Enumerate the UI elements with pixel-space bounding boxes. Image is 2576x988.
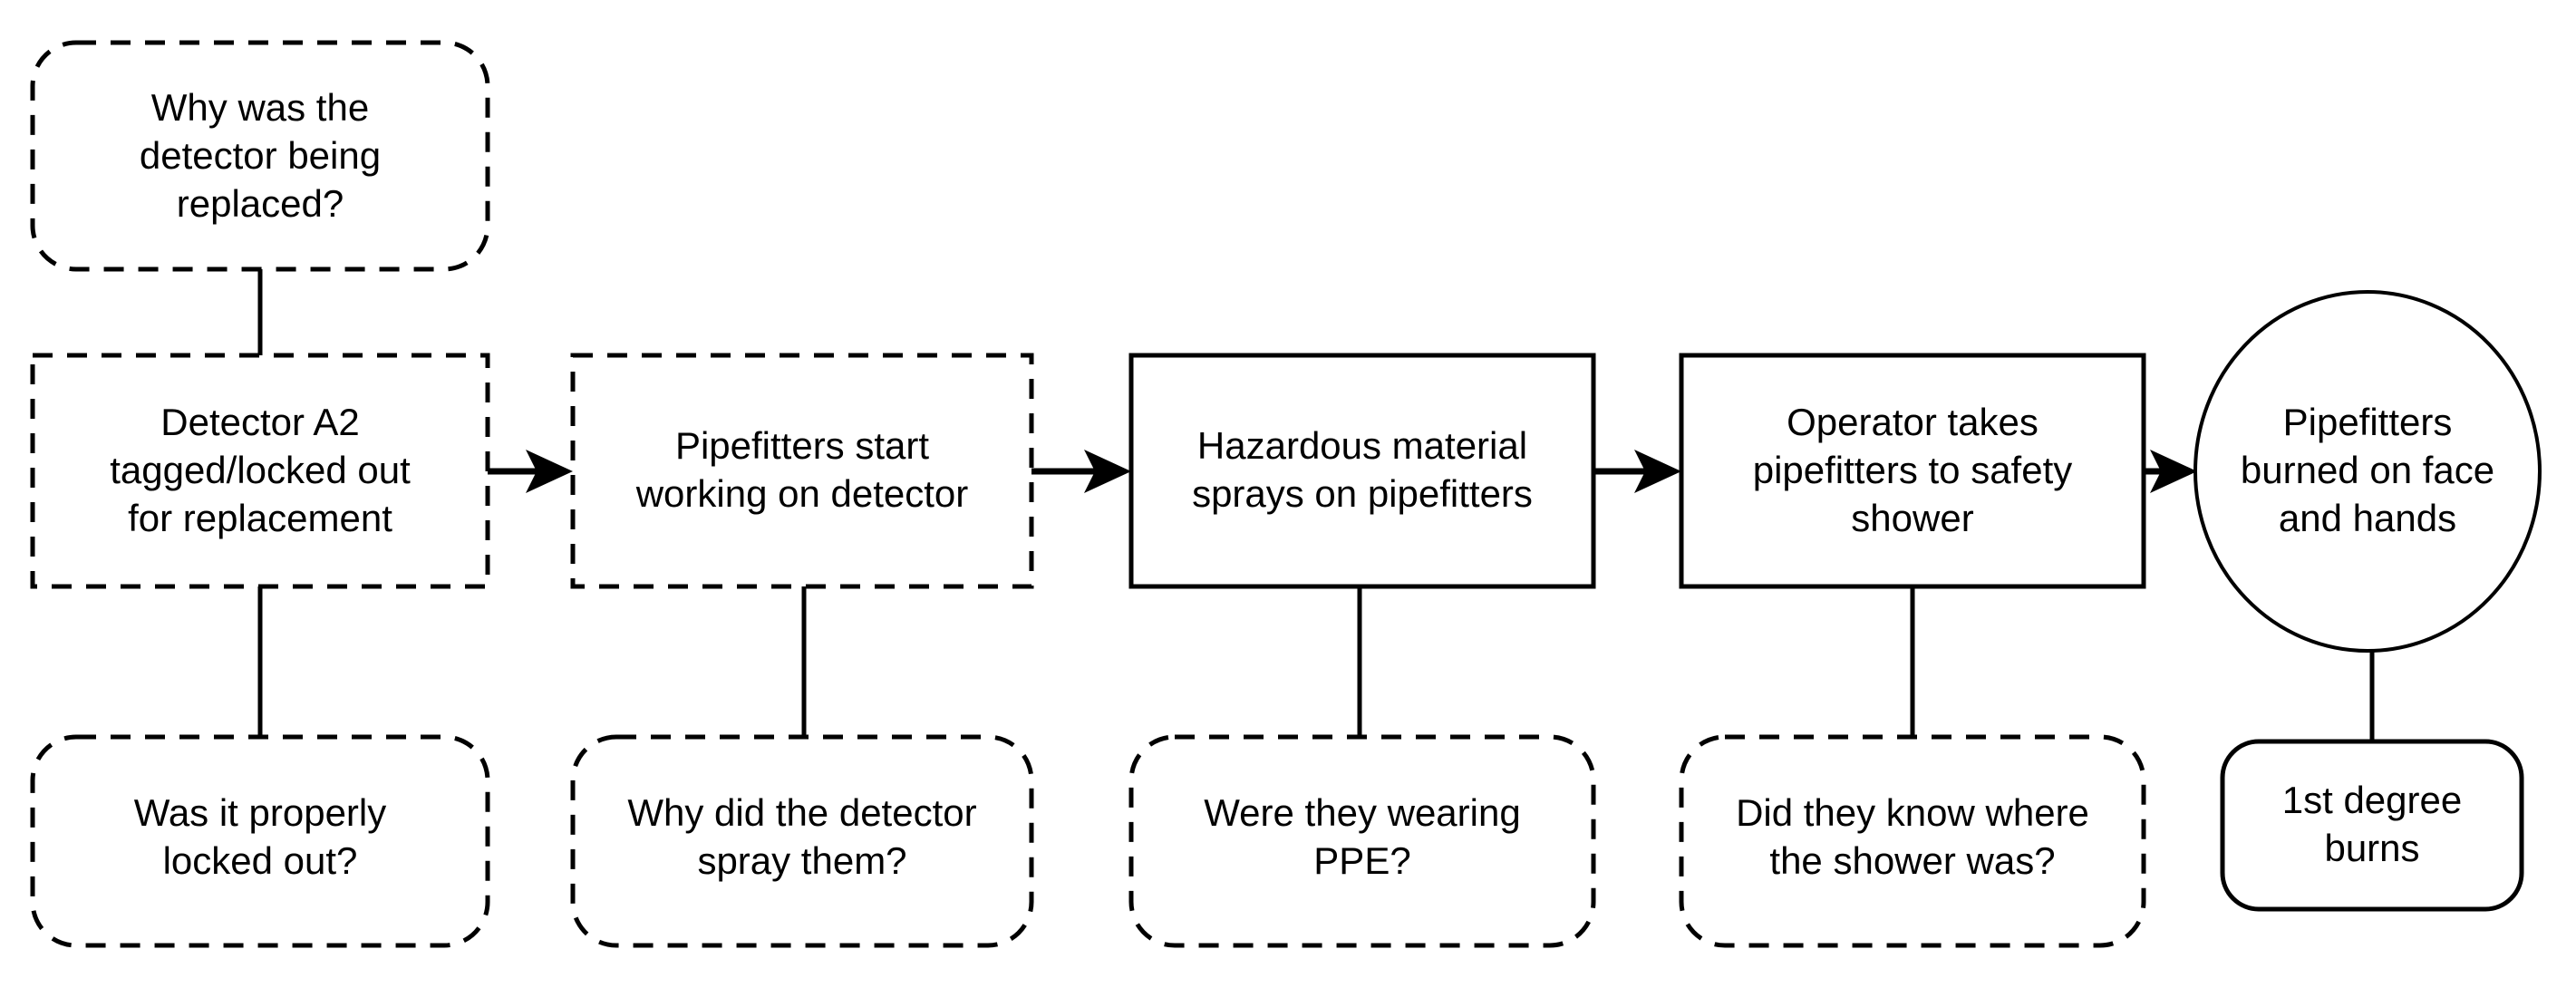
node-pipefitters-burned-label: Pipefitters: [2283, 401, 2453, 443]
question-know-shower-shape: [1679, 734, 2146, 948]
question-why-spray[interactable]: Why did the detector spray them?: [570, 734, 1034, 948]
question-wearing-ppe-label-line2: PPE?: [1313, 839, 1410, 882]
question-why-replaced-label-line3: replaced?: [177, 182, 344, 225]
arrow-1-head: [526, 450, 573, 493]
question-wearing-ppe-shape: [1128, 734, 1596, 948]
node-operator-shower-shape: [1679, 353, 2146, 589]
node-operator-shower-label-line3: shower: [1851, 497, 1973, 539]
question-properly-locked-out-shape: [30, 734, 490, 948]
node-pipefitters-start-label-line2: working on detector: [635, 472, 969, 515]
node-pipefitters-start-shape: [570, 353, 1034, 589]
question-properly-locked-out-label: Was it properly: [134, 791, 387, 834]
node-hazardous-spray-label: Hazardous material: [1197, 424, 1527, 467]
question-why-spray-label-line2: spray them?: [697, 839, 906, 882]
question-know-shower-label-line2: the shower was?: [1769, 839, 2055, 882]
question-why-replaced[interactable]: Why was the detector being replaced?: [30, 40, 490, 272]
outcome-first-degree-burns[interactable]: 1st degree burns: [2220, 739, 2524, 912]
arrow-2-head: [1084, 450, 1131, 493]
node-detector-tagged-label-line3: for replacement: [128, 497, 392, 539]
question-properly-locked-out[interactable]: Was it properly locked out?: [30, 734, 490, 948]
node-pipefitters-burned-label-line3: and hands: [2279, 497, 2456, 539]
node-detector-tagged-label: Detector A2: [160, 401, 359, 443]
question-why-replaced-shape: [30, 40, 490, 272]
arrow-2: [1031, 450, 1131, 493]
question-wearing-ppe-label: Were they wearing: [1204, 791, 1520, 834]
node-detector-tagged-shape: [30, 353, 490, 589]
node-operator-shower-label-line2: pipefitters to safety: [1753, 449, 2073, 491]
node-pipefitters-burned[interactable]: Pipefitters burned on face and hands: [2193, 290, 2542, 653]
node-pipefitters-burned-label-line2: burned on face: [2241, 449, 2494, 491]
node-operator-shower[interactable]: Operator takes pipefitters to safety sho…: [1679, 353, 2146, 589]
question-properly-locked-out-label-line2: locked out?: [163, 839, 358, 882]
arrow-4-head: [2150, 450, 2197, 493]
question-why-spray-shape: [570, 734, 1034, 948]
node-pipefitters-start[interactable]: Pipefitters start working on detector: [570, 353, 1034, 589]
node-hazardous-spray[interactable]: Hazardous material sprays on pipefitters: [1128, 353, 1596, 589]
outcome-first-degree-burns-shape: [2220, 739, 2524, 912]
node-hazardous-spray-label-line2: sprays on pipefitters: [1192, 472, 1533, 515]
node-hazardous-spray-shape: [1128, 353, 1596, 589]
outcome-first-degree-burns-label: 1st degree: [2282, 779, 2462, 821]
node-operator-shower-label: Operator takes: [1787, 401, 2039, 443]
question-know-shower[interactable]: Did they know where the shower was?: [1679, 734, 2146, 948]
arrow-1: [488, 450, 573, 493]
node-pipefitters-start-label: Pipefitters start: [675, 424, 929, 467]
arrow-3: [1593, 450, 1681, 493]
arrow-4: [2144, 450, 2197, 493]
question-know-shower-label: Did they know where: [1736, 791, 2089, 834]
connector-group: [257, 269, 2375, 741]
node-detector-tagged[interactable]: Detector A2 tagged/locked out for replac…: [30, 353, 490, 589]
outcome-first-degree-burns-label-line2: burns: [2324, 827, 2419, 869]
node-detector-tagged-label-line2: tagged/locked out: [110, 449, 411, 491]
arrow-3-head: [1634, 450, 1681, 493]
question-wearing-ppe[interactable]: Were they wearing PPE?: [1128, 734, 1596, 948]
question-why-spray-label: Why did the detector: [627, 791, 976, 834]
question-why-replaced-label-line2: detector being: [140, 134, 381, 177]
question-why-replaced-label: Why was the: [151, 86, 369, 129]
